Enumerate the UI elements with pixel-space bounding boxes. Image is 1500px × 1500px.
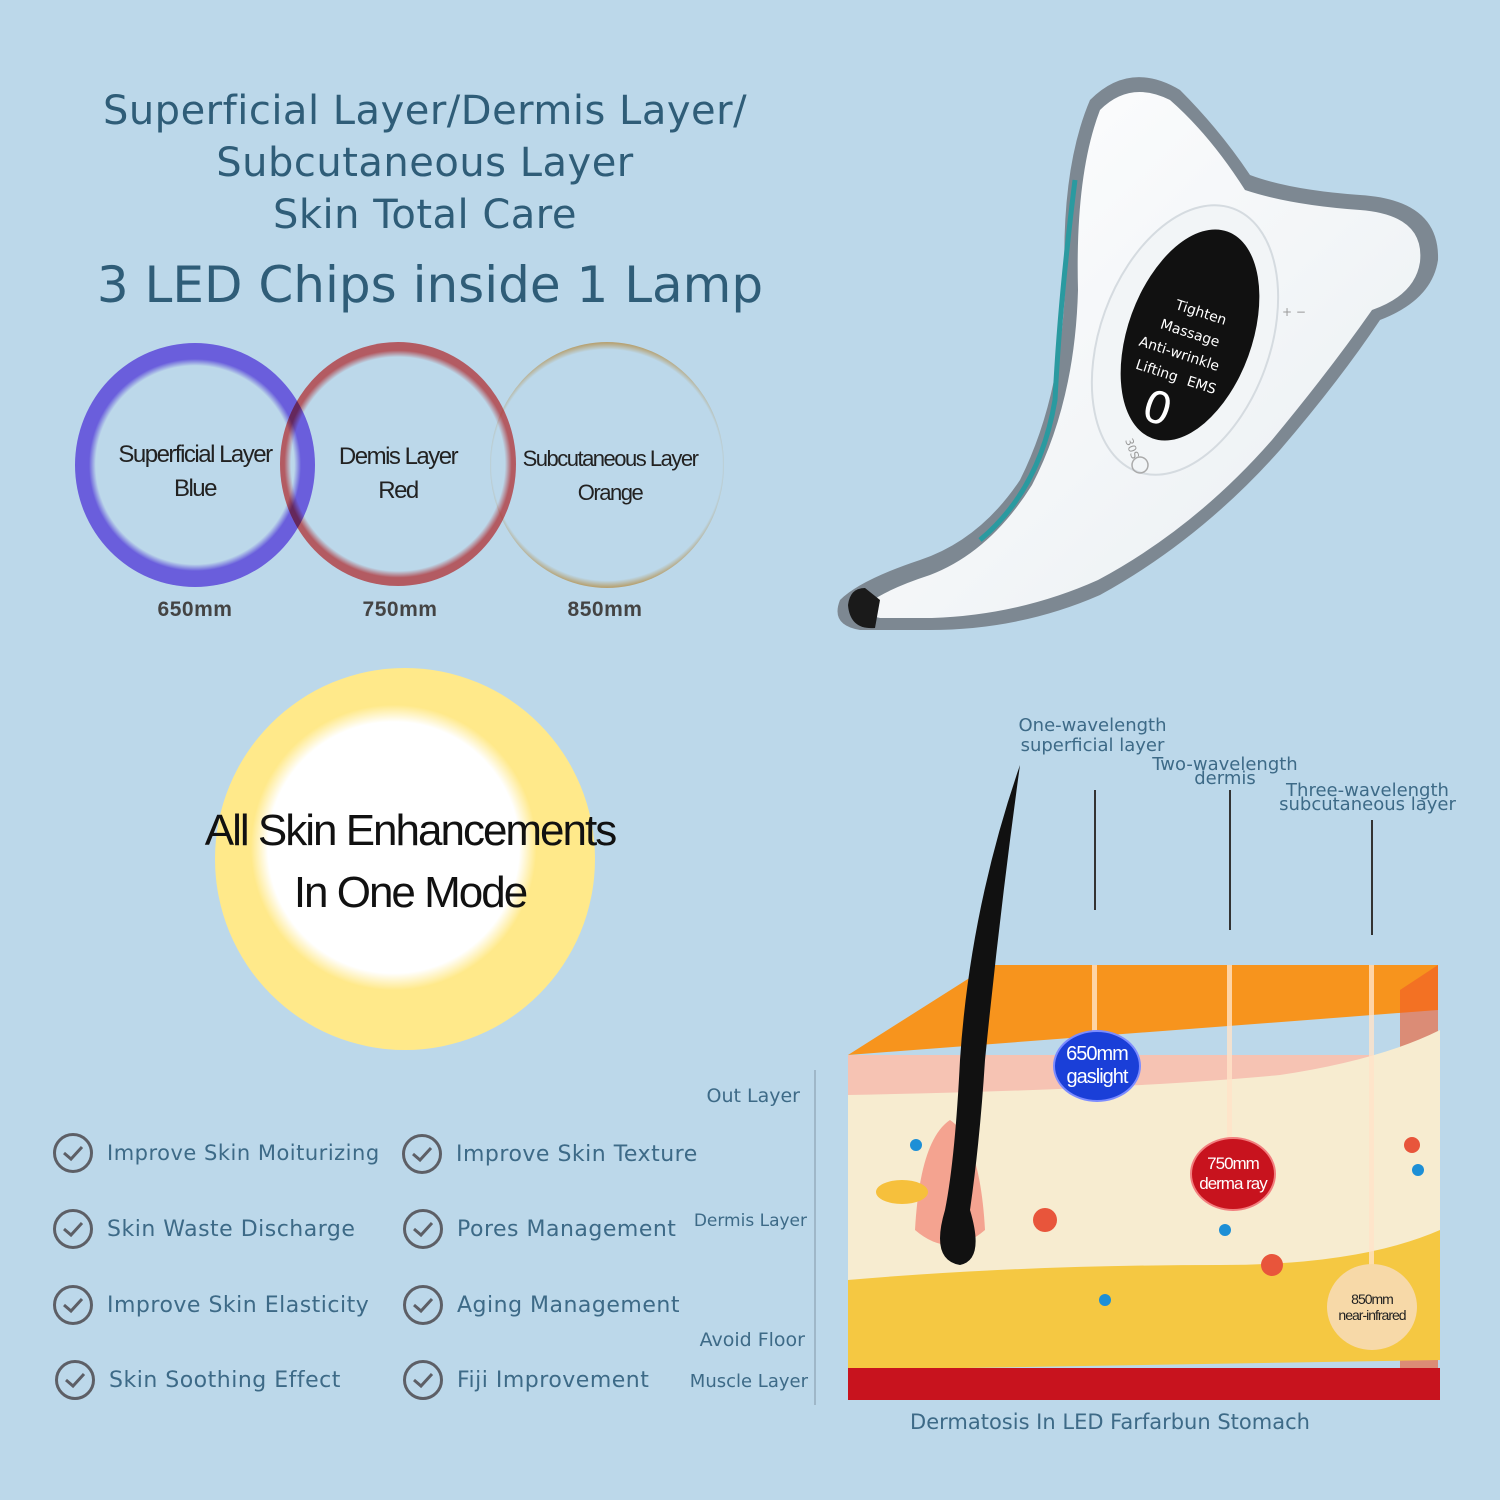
title-line-2: Subcutaneous Layer (216, 140, 634, 186)
benefit-label: Aging Management (457, 1292, 680, 1318)
diagram-caption: Dermatosis In LED Farfarbun Stomach (910, 1410, 1310, 1434)
badge-line: 750mm (1207, 1154, 1260, 1173)
power-icon (1131, 456, 1149, 474)
skin-block-top (848, 965, 1438, 1055)
badge-line: gaslight (1066, 1066, 1129, 1088)
top-label-line: superficial layer (1020, 735, 1165, 756)
all-mode-ring (215, 668, 595, 1050)
red-wavelength: 750mm (362, 598, 438, 621)
check-circle-icon (403, 1209, 443, 1249)
cell (1412, 1164, 1424, 1176)
all-mode-text: All Skin Enhancements In One Mode (160, 800, 660, 924)
cell (1099, 1294, 1111, 1306)
cell (1219, 1224, 1231, 1236)
title-line-3: Skin Total Care (273, 192, 577, 238)
cell (1261, 1254, 1283, 1276)
device-tip (848, 588, 880, 629)
benefit-item: Improve Skin Moiturizing (53, 1133, 380, 1173)
red-led-text: Demis Layer Red (305, 440, 491, 508)
top-label-one-wavelength: One-wavelength superficial layer (1000, 716, 1185, 756)
benefit-label: Fiji Improvement (457, 1367, 650, 1393)
layer-label-out: Out Layer (706, 1085, 800, 1107)
benefit-item: Improve Skin Elasticity (53, 1285, 369, 1325)
orange-led-layer: Subcutaneous Layer (522, 446, 699, 471)
benefit-label: Skin Waste Discharge (107, 1216, 356, 1242)
dermis-layer (848, 1030, 1440, 1280)
badge-line: 850mm (1351, 1291, 1394, 1307)
layer-label-muscle: Muscle Layer (689, 1371, 808, 1392)
benefit-label: Improve Skin Moiturizing (107, 1141, 380, 1165)
blue-led-layer: Superficial Layer (118, 441, 273, 468)
badge-line: 650mm (1066, 1043, 1129, 1065)
orange-led-ring (490, 342, 724, 588)
benefit-label: Pores Management (457, 1216, 677, 1242)
beam-1 (1092, 965, 1097, 1085)
badge-line: near-infrared (1338, 1307, 1406, 1323)
skin-layer-diagram (848, 765, 1440, 1400)
check-circle-icon (403, 1360, 443, 1400)
benefit-item: Aging Management (403, 1285, 680, 1325)
top-label-line: One-wavelength (1018, 715, 1167, 736)
top-label-two-wavelength: Two-wavelength dermis (1130, 754, 1320, 789)
blue-led-ring (75, 343, 315, 587)
orange-led-text: Subcutaneous Layer Orange (505, 442, 715, 510)
orange-led-color: Orange (577, 480, 644, 505)
layer-label-avoid-floor: Avoid Floor (699, 1329, 805, 1351)
fat-layer (848, 1230, 1440, 1370)
blue-wavelength: 650mm (157, 598, 233, 621)
subtitle: 3 LED Chips inside 1 Lamp (96, 256, 764, 314)
badge-line: derma ray (1199, 1174, 1268, 1193)
check-circle-icon (53, 1285, 93, 1325)
benefit-item: Fiji Improvement (403, 1360, 649, 1400)
benefit-item: Pores Management (403, 1209, 676, 1249)
red-led-layer: Demis Layer (338, 443, 459, 470)
beam-2 (1227, 965, 1232, 1185)
benefit-item: Skin Waste Discharge (53, 1209, 355, 1249)
check-circle-icon (402, 1134, 442, 1174)
cell (1404, 1137, 1420, 1153)
cell (910, 1139, 922, 1151)
top-label-line: subcutaneous layer (1279, 794, 1456, 815)
benefit-item: Improve Skin Texture (402, 1134, 698, 1174)
benefit-label: Skin Soothing Effect (109, 1367, 341, 1393)
benefit-label: Improve Skin Elasticity (107, 1292, 370, 1318)
blue-led-text: Superficial Layer Blue (100, 438, 290, 506)
badge-650mm: 650mm gaslight (1053, 1030, 1141, 1102)
benefit-label: Improve Skin Texture (456, 1141, 698, 1167)
blue-led-color: Blue (173, 475, 218, 502)
check-circle-icon (403, 1285, 443, 1325)
sebaceous-gland (876, 1180, 928, 1204)
cell (1033, 1208, 1057, 1232)
top-label-three-wavelength: Three-wavelength subcutaneous layer (1265, 780, 1470, 815)
red-led-color: Red (378, 477, 419, 504)
beam-3 (1369, 965, 1374, 1285)
plus-minus-icon: + − (1282, 305, 1306, 319)
all-mode-line-1: All Skin Enhancements (204, 806, 617, 855)
top-label-line: Three-wavelength (1286, 780, 1449, 801)
badge-750mm: 750mm derma ray (1190, 1137, 1276, 1211)
top-label-line: Two-wavelength (1152, 754, 1298, 775)
check-circle-icon (53, 1209, 93, 1249)
orange-wavelength: 850mm (567, 598, 643, 621)
check-circle-icon (55, 1360, 95, 1400)
muscle-layer (848, 1368, 1440, 1400)
benefit-item: Skin Soothing Effect (55, 1360, 341, 1400)
red-led-ring (280, 342, 516, 586)
title-line-1: Superficial Layer/Dermis Layer/ (102, 88, 748, 134)
layer-label-dermis: Dermis Layer (693, 1211, 807, 1231)
layer-label-bracket (814, 1070, 816, 1405)
gua-sha-device-illustration: Tighten Massage Anti-wrinkle Lifting EMS… (837, 77, 1439, 631)
hair-strand (940, 765, 1020, 1265)
check-circle-icon (53, 1133, 93, 1173)
all-mode-line-2: In One Mode (293, 868, 528, 917)
badge-850mm: 850mm near-infrared (1327, 1264, 1417, 1350)
top-label-line: dermis (1194, 768, 1256, 789)
